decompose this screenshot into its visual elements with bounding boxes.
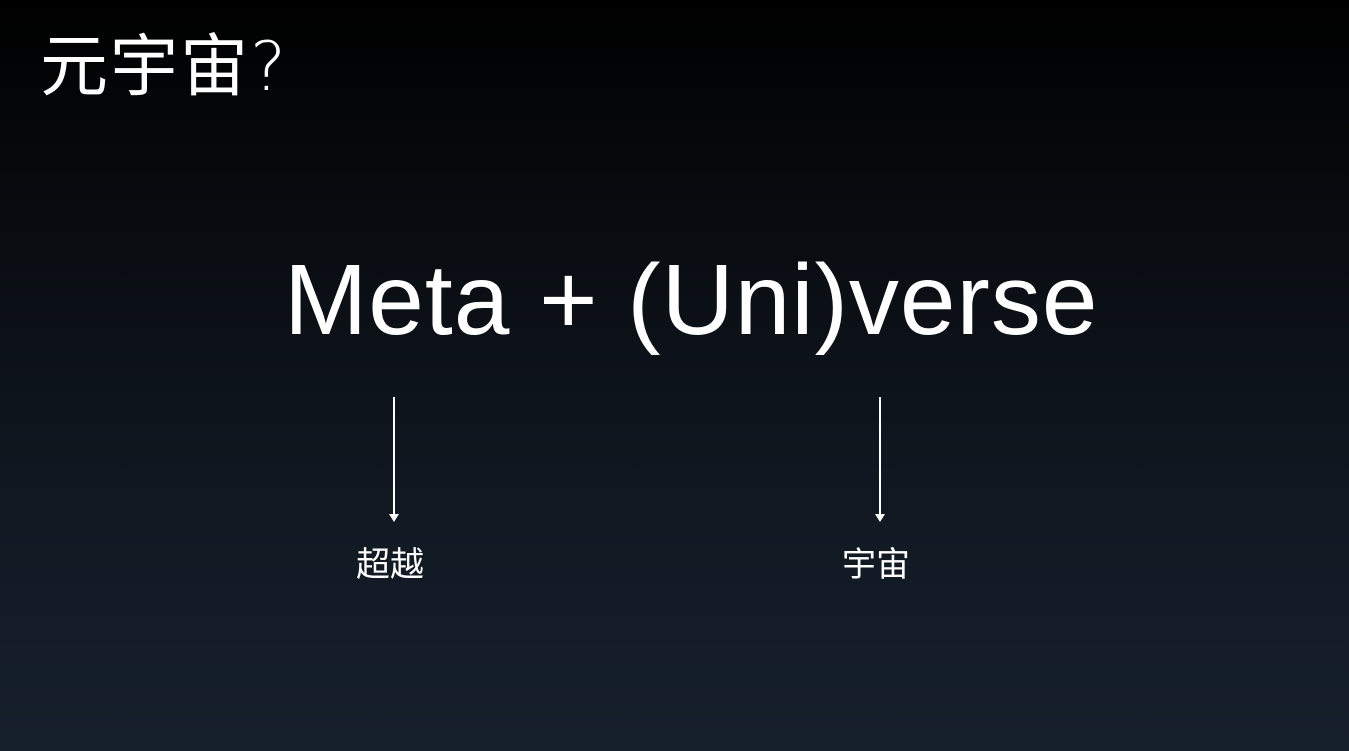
down-arrow-icon bbox=[875, 397, 885, 522]
slide-title: 元宇宙? bbox=[40, 28, 289, 107]
label-meta-meaning: 超越 bbox=[356, 545, 424, 585]
label-verse-meaning: 宇宙 bbox=[842, 545, 910, 585]
down-arrow-icon bbox=[389, 397, 399, 522]
formula-text: Meta + (Uni)verse bbox=[284, 244, 1099, 356]
